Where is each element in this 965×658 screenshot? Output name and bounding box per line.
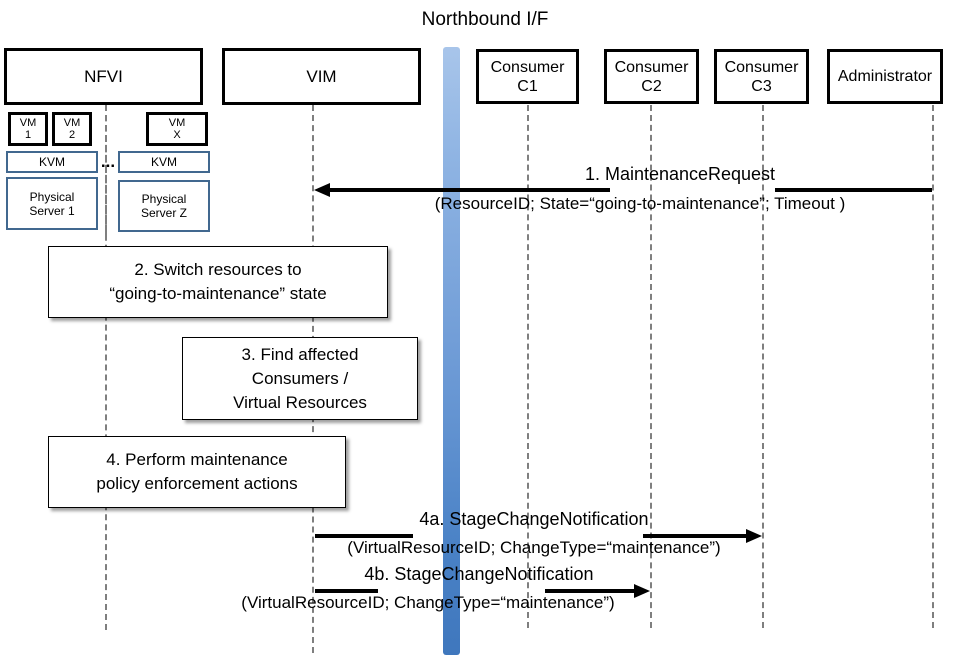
actor-consumer-c1-label-line1: Consumer xyxy=(490,58,565,76)
kvm-2-label: KVM xyxy=(150,155,177,169)
step-2-box[interactable]: 2. Switch resources to “going-to-mainten… xyxy=(48,246,388,318)
message-4a-label: 4a. StageChangeNotification xyxy=(419,509,649,529)
message-1-params: (ResourceID; State=“going-to-maintenance… xyxy=(434,194,846,213)
message-4b-arrowhead xyxy=(634,584,650,598)
actor-consumer-c3[interactable]: Consumer C3 xyxy=(714,49,809,104)
step-3-line2: Consumers / xyxy=(251,368,349,388)
physical-server-1-box[interactable]: Physical Server 1 xyxy=(6,177,98,230)
vm-x-box[interactable]: VM X xyxy=(146,112,208,146)
physical-server-z-label-line1: Physical xyxy=(141,192,187,206)
step-3-line3: Virtual Resources xyxy=(233,392,367,412)
message-4b-line-left-segment xyxy=(315,589,378,593)
lifeline-nfvi xyxy=(105,105,107,630)
message-4b-params: (VirtualResourceID; ChangeType=“maintena… xyxy=(241,593,615,612)
physical-server-z-box[interactable]: Physical Server Z xyxy=(118,180,210,232)
step-3-box[interactable]: 3. Find affected Consumers / Virtual Res… xyxy=(182,337,418,420)
actor-consumer-c2[interactable]: Consumer C2 xyxy=(604,49,699,104)
vm-1-label-line1: VM xyxy=(19,117,37,129)
actor-consumer-c2-label-line1: Consumer xyxy=(614,58,689,76)
physical-server-1-label-line1: Physical xyxy=(29,189,75,204)
vm-x-label-line1: VM xyxy=(168,117,186,129)
actor-consumer-c3-label-line1: Consumer xyxy=(724,58,799,76)
actor-administrator-label: Administrator xyxy=(837,68,933,85)
northbound-interface-bar xyxy=(443,47,460,655)
vm-2-label-line2: 2 xyxy=(68,129,76,141)
kvm-1-label: KVM xyxy=(38,155,65,169)
step-3-line1: 3. Find affected xyxy=(241,344,359,364)
kvm-1-box[interactable]: KVM xyxy=(6,151,98,173)
step-4-line1: 4. Perform maintenance xyxy=(106,450,288,469)
vm-1-box[interactable]: VM 1 xyxy=(8,112,48,146)
physical-server-z-label-line2: Server Z xyxy=(140,206,187,220)
lifeline-c3 xyxy=(762,105,764,628)
message-1-arrowhead xyxy=(314,183,330,197)
message-1-label: 1. MaintenanceRequest xyxy=(584,164,776,184)
actor-vim[interactable]: VIM xyxy=(222,48,421,105)
lifeline-c2 xyxy=(650,105,652,628)
step-4-line2: policy enforcement actions xyxy=(96,474,298,493)
message-4b-line-right-segment xyxy=(545,589,635,593)
actor-administrator[interactable]: Administrator xyxy=(827,49,943,104)
actor-nfvi[interactable]: NFVI xyxy=(4,48,203,105)
actor-consumer-c3-label-line2: C3 xyxy=(751,77,772,95)
vm-1-label-line2: 1 xyxy=(24,129,32,141)
message-4a-line-left-segment xyxy=(315,534,413,538)
vm-x-label-line2: X xyxy=(173,129,181,141)
lifeline-nfvi-internal-divider xyxy=(105,105,107,235)
step-2-line1: 2. Switch resources to xyxy=(134,260,302,279)
physical-server-1-label-line2: Server 1 xyxy=(29,203,75,218)
vm-2-label-line1: VM xyxy=(63,117,81,129)
message-4a-arrowhead xyxy=(746,529,762,543)
actor-vim-label: VIM xyxy=(306,67,337,86)
actor-consumer-c2-label-line2: C2 xyxy=(641,77,662,95)
kvm-2-box[interactable]: KVM xyxy=(118,151,210,173)
actor-consumer-c1[interactable]: Consumer C1 xyxy=(476,49,579,104)
step-4-box[interactable]: 4. Perform maintenance policy enforcemen… xyxy=(48,436,346,508)
message-4a-params: (VirtualResourceID; ChangeType=“maintena… xyxy=(347,538,721,557)
message-4a-line-right-segment xyxy=(643,534,747,538)
servers-ellipsis: ... xyxy=(100,152,116,171)
step-2-line2: “going-to-maintenance” state xyxy=(109,284,327,303)
vm-2-box[interactable]: VM 2 xyxy=(52,112,92,146)
actor-consumer-c1-label-line2: C1 xyxy=(517,77,538,95)
message-1-line-right-segment xyxy=(775,188,932,192)
message-4b-label: 4b. StageChangeNotification xyxy=(364,564,594,584)
message-1-line-left-segment xyxy=(322,188,610,192)
lifeline-c1 xyxy=(527,105,529,628)
actor-nfvi-label: NFVI xyxy=(84,67,123,86)
page-title: Northbound I/F xyxy=(421,9,549,30)
lifeline-admin xyxy=(932,105,934,628)
